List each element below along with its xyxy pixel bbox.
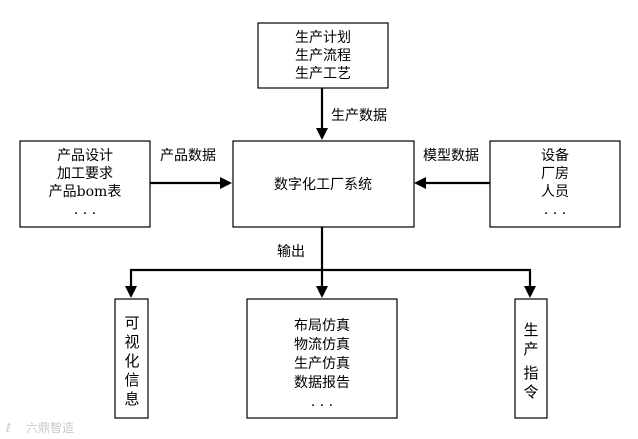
arrowhead-top [316,128,328,140]
top-box-line-3: 生产工艺 [295,66,351,82]
middle-output-line-3: 生产仿真 [294,356,350,372]
left-box-line-1: 产品设计 [57,148,113,164]
edge-label-production-data: 生产数据 [331,108,387,124]
left-box-line-3: 产品bom表 [49,184,122,200]
top-box [257,22,389,89]
right-output-char-2: 产 [523,340,538,358]
left-output-char-4: 信 [124,371,139,389]
edge-label-model-data: 模型数据 [423,148,479,164]
right-box [489,140,621,228]
left-output-char-2: 视 [124,333,139,351]
middle-output-line-5: . . . [311,394,333,410]
middle-output-line-2: 物流仿真 [294,337,350,353]
arrowhead-middle-output [316,286,328,298]
right-output-char-3: 指 [523,364,538,382]
left-output-char-5: 息 [124,390,139,408]
arrowhead-right-output [524,286,536,298]
top-box-line-1: 生产计划 [295,30,351,46]
left-box-line-4: . . . [74,202,96,218]
arrowhead-left [220,177,232,189]
left-output-char-3: 化 [124,352,139,370]
right-output-char-4: 令 [523,383,538,401]
left-output-box [114,298,149,419]
middle-output-box [246,298,398,419]
center-box [232,140,415,228]
watermark-text: 六鼎智造 [26,420,74,435]
middle-output-line-4: 数据报告 [294,375,350,391]
edge-label-output: 输出 [277,244,305,260]
left-output-char-1: 可 [124,314,139,332]
right-output-char-1: 生 [523,321,538,339]
center-box-label: 数字化工厂系统 [274,177,372,193]
arrowhead-left-output [125,286,137,298]
right-box-line-4: . . . [544,202,566,218]
right-box-line-3: 人员 [541,184,569,200]
left-box-line-2: 加工要求 [57,166,113,182]
right-box-line-2: 厂房 [541,166,569,182]
watermark-logo: ℓ [5,421,11,435]
middle-output-line-1: 布局仿真 [294,318,350,334]
edge-label-product-data: 产品数据 [160,148,216,164]
top-box-line-2: 生产流程 [295,48,351,64]
right-output-box [514,298,548,419]
right-box-line-1: 设备 [541,147,569,164]
arrowhead-right [414,177,426,189]
left-box [19,140,151,228]
